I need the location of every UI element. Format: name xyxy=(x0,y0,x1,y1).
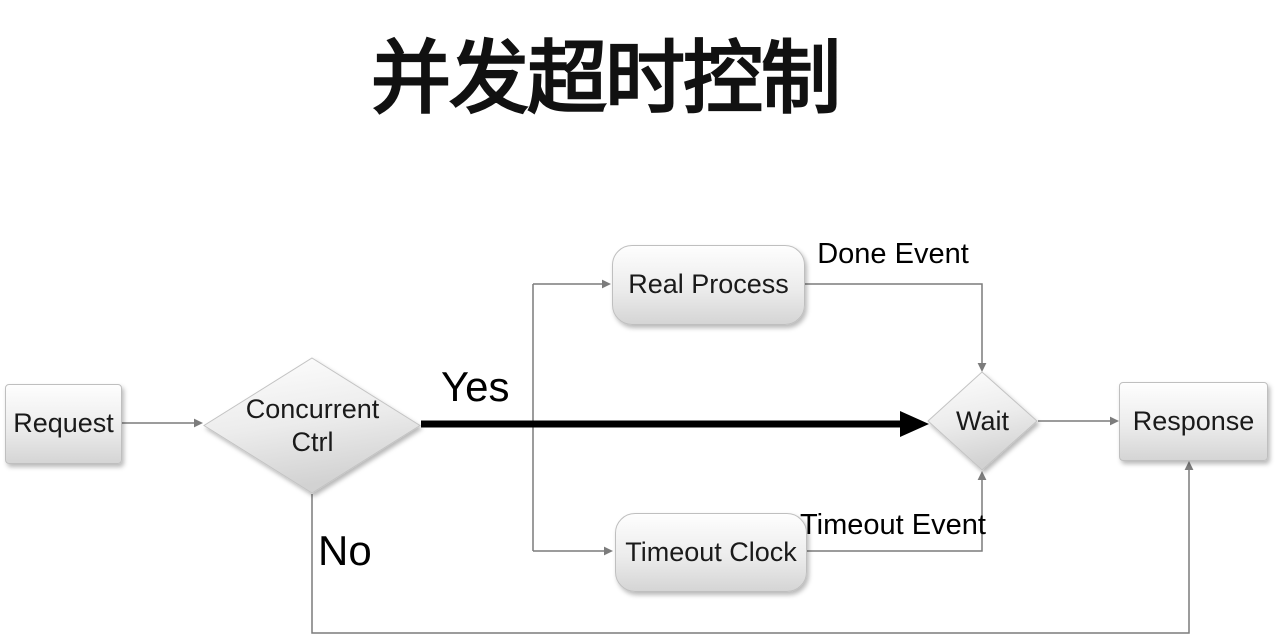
node-wait-shape xyxy=(927,371,1038,471)
arrowhead-timeout-into-wait xyxy=(977,471,987,480)
arrowhead-into-timeout-clock xyxy=(604,546,613,556)
edge-done-event xyxy=(803,283,983,363)
node-concurrent-ctrl-shape xyxy=(203,357,421,494)
node-real-process: Real Process xyxy=(612,245,805,325)
node-response-label: Response xyxy=(1132,405,1255,436)
arrowhead-yes-bold xyxy=(900,411,929,437)
arrowhead-into-real-process xyxy=(602,279,611,289)
node-request: Request xyxy=(5,384,122,464)
node-real-process-label: Real Process xyxy=(628,269,789,300)
arrowheads xyxy=(194,279,1194,556)
arrowhead-no-into-response xyxy=(1184,461,1194,470)
node-timeout-clock-label: Timeout Clock xyxy=(625,536,797,567)
node-request-label: Request xyxy=(13,408,114,439)
arrowhead-done-into-wait xyxy=(977,363,987,372)
arrowhead-into-ctrl xyxy=(194,418,203,428)
page-title: 并发超时控制 xyxy=(371,34,841,123)
edge-timeout-event xyxy=(805,480,983,552)
edge-label-timeout-event: Timeout Event xyxy=(800,509,986,541)
arrowhead-into-response xyxy=(1110,416,1119,426)
edge-label-yes: Yes xyxy=(441,363,510,410)
edge-label-done-event: Done Event xyxy=(817,238,969,270)
edge-label-no: No xyxy=(318,527,372,574)
node-response: Response xyxy=(1119,382,1268,461)
edge-no-path xyxy=(311,470,1190,634)
node-timeout-clock: Timeout Clock xyxy=(615,513,807,592)
edges xyxy=(120,283,1190,634)
